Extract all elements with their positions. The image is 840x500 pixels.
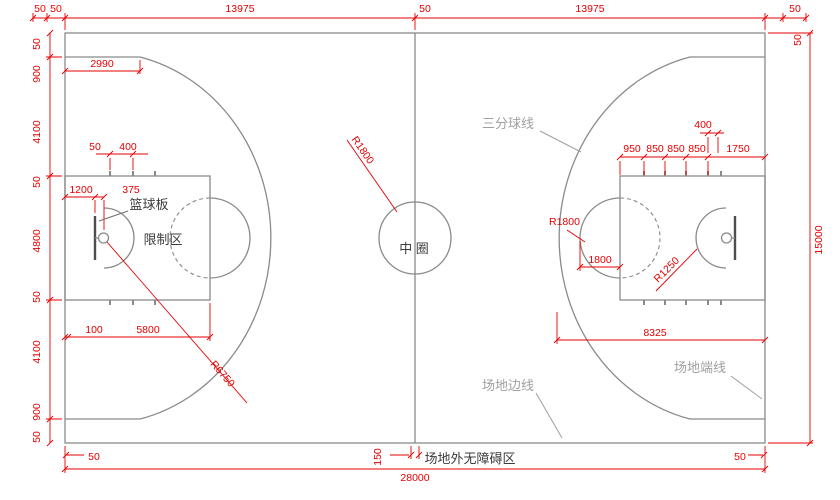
dim-left-6: 4100 [31,340,43,364]
hoop-right [720,232,733,244]
hoop-left [97,232,110,244]
dim-100: 100 [85,324,103,336]
dim-lane-950: 950 [623,143,641,155]
dim-top-50b: 50 [50,3,62,15]
key-right [619,175,766,301]
dim-left-1: 900 [31,65,43,83]
dim-top-50c: 50 [789,3,801,15]
leader-r1800-center [346,139,398,213]
dim-lane-850c: 850 [688,143,706,155]
dim-bottom-150: 150 [372,448,384,466]
ft-circle-right-dashed [619,197,661,279]
leader-r6750 [106,241,248,404]
dim-r6750: R6750 [208,358,237,389]
three-point-line-left [65,56,272,420]
key-left [64,175,211,301]
dim-left-4: 4800 [31,229,43,253]
dim-lane-850a: 850 [646,143,664,155]
dim-top-50a: 50 [34,3,46,15]
three-point-line-right [558,56,765,420]
dimension-ticks [29,14,814,473]
leader-sideline-label [535,392,563,439]
dim-left-7: 900 [31,403,43,421]
label-clear-zone: 场地外无障碍区 [424,451,515,466]
label-backboard: 篮球板 [129,197,168,212]
dim-5800: 5800 [136,324,160,336]
dim-right-height: 15000 [813,225,825,254]
leader-r1800-right [566,229,586,243]
no-charge-arc-right [695,207,727,269]
ft-circle-left-solid [209,197,251,279]
dim-left-0: 50 [31,38,43,50]
dim-left-2: 4100 [31,120,43,144]
dim-1800-linear: 1800 [588,254,612,266]
dim-375: 375 [122,184,140,196]
dim-top-right-half: 13975 [575,3,604,15]
dim-hash-50: 50 [89,141,101,153]
label-center-circle: 中 圈 [399,241,429,256]
no-charge-arc-left [103,207,135,269]
dim-bottom-50l: 50 [88,451,100,463]
leader-three-point-label [539,130,582,153]
dim-top-centerline: 50 [419,3,431,15]
label-restricted-area: 限制区 [143,232,182,247]
label-endline: 场地端线 [674,360,726,375]
dim-hash-400: 400 [119,141,137,153]
dimension-lines [33,17,811,470]
dim-right-line-w: 50 [792,34,804,46]
dim-r1800-right: R1800 [549,216,580,228]
leader-backboard-label [98,210,129,222]
leader-r1250 [655,248,698,292]
dim-left-3: 50 [31,176,43,188]
dim-lane-1750: 1750 [726,143,750,155]
leader-endline-label [730,375,763,400]
ft-circle-right-solid [579,197,621,279]
center-circle [378,201,452,275]
dim-8325: 8325 [643,327,667,339]
dim-2990: 2990 [90,58,114,70]
dim-1200: 1200 [69,184,93,196]
dim-top-left-half: 13975 [225,3,254,15]
dim-bottom-total: 28000 [400,472,429,484]
ft-circle-left-dashed [169,197,211,279]
dim-lane-850b: 850 [667,143,685,155]
dim-left-5: 50 [31,291,43,303]
label-sideline: 场地边线 [482,378,534,393]
dim-right-400: 400 [694,119,712,131]
dim-r1250: R1250 [652,255,682,285]
label-three-point-line: 三分球线 [482,116,534,131]
dim-bottom-50r: 50 [734,451,746,463]
dim-left-8: 50 [31,431,43,443]
